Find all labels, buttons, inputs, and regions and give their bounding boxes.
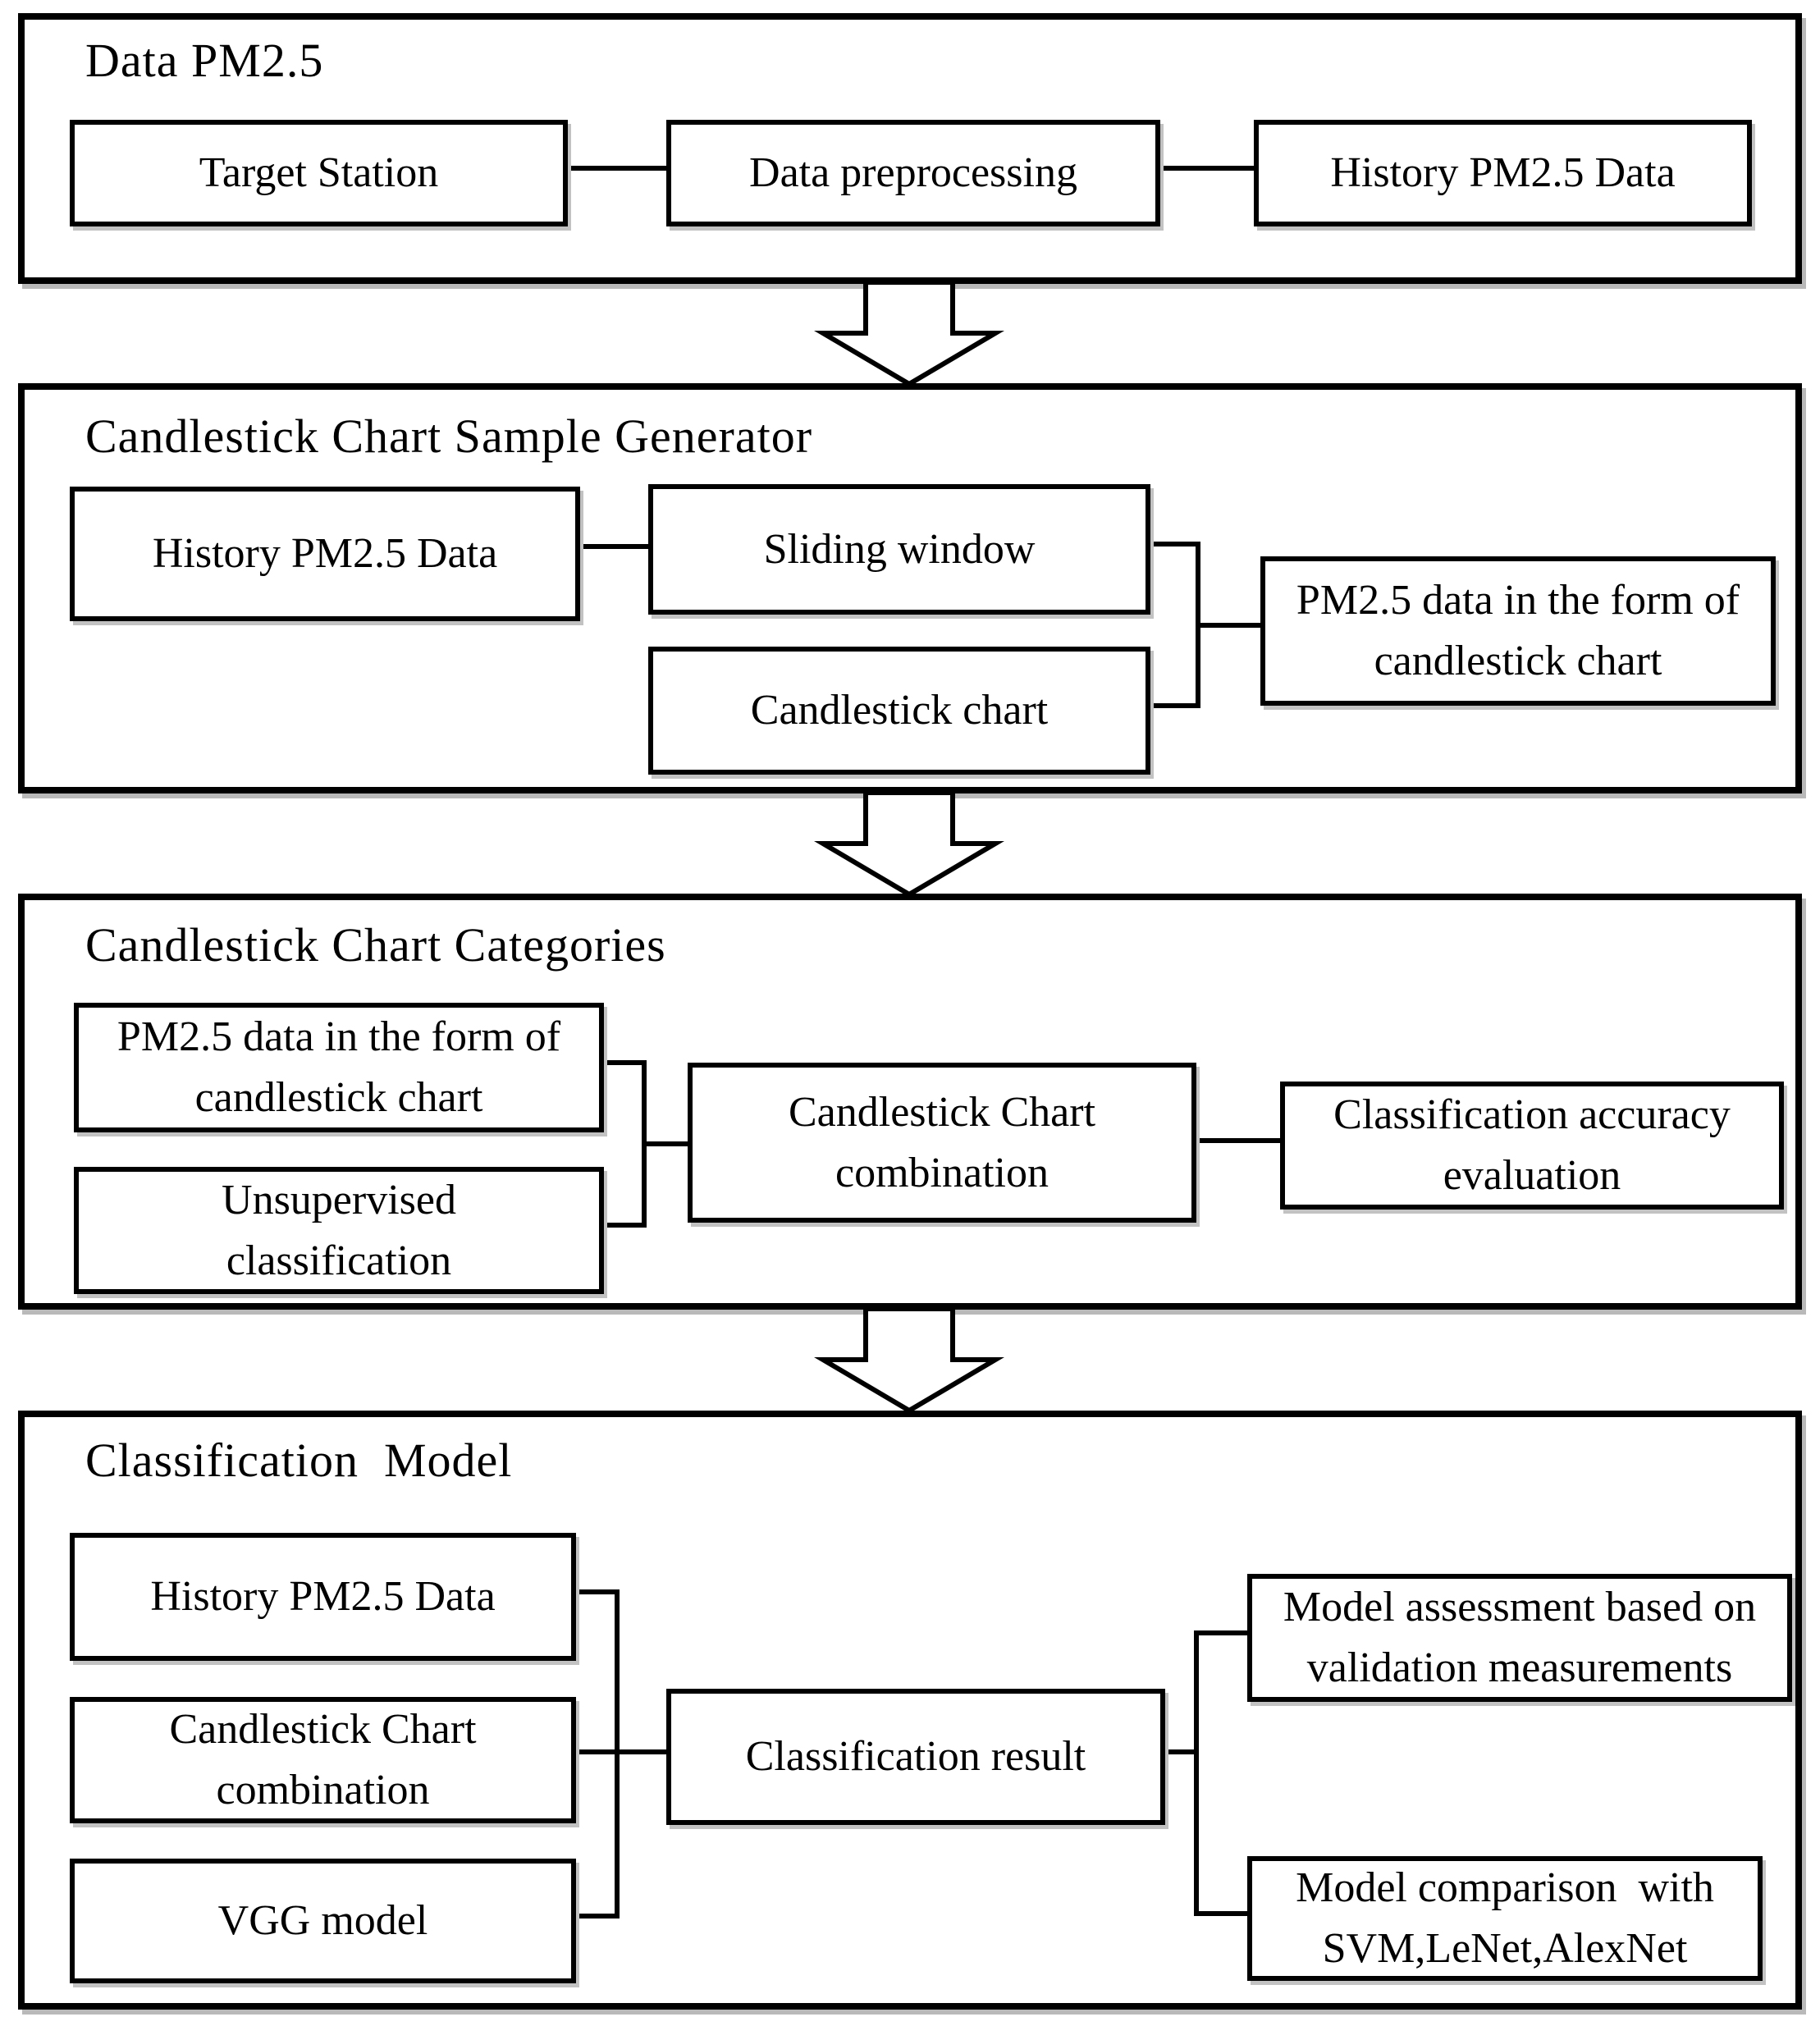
box-target-station: Target Station [70, 120, 568, 226]
connector-line [1194, 1630, 1252, 1916]
box-history-pm25-data-3: History PM2.5 Data [70, 1533, 576, 1661]
box-classification-result: Classification result [666, 1689, 1165, 1825]
section-title-sample-generator: Candlestick Chart Sample Generator [85, 409, 813, 463]
box-model-assessment: Model assessment based on validation mea… [1247, 1574, 1792, 1702]
box-history-pm25-data-2: History PM2.5 Data [70, 487, 580, 621]
box-candlestick-chart: Candlestick chart [648, 647, 1150, 775]
down-arrow-icon [814, 1306, 1004, 1414]
box-candlestick-chart-combination-2: Candlestick Chart combination [70, 1697, 576, 1823]
box-data-preprocessing: Data preprocessing [666, 120, 1160, 226]
box-classification-accuracy-evaluation: Classification accuracy evaluation [1280, 1082, 1784, 1210]
box-history-pm25-data: History PM2.5 Data [1254, 120, 1752, 226]
box-sliding-window: Sliding window [648, 484, 1150, 615]
section-title-classification-model: Classification Model [85, 1434, 513, 1487]
box-pm25-candlestick-form: PM2.5 data in the form of candlestick ch… [1260, 556, 1776, 706]
section-title-categories: Candlestick Chart Categories [85, 918, 666, 972]
box-model-comparison: Model comparison with SVM,LeNet,AlexNet [1247, 1856, 1763, 1981]
box-vgg-model: VGG model [70, 1859, 576, 1983]
down-arrow-icon [814, 790, 1004, 898]
box-candlestick-chart-combination: Candlestick Chart combination [688, 1063, 1196, 1223]
box-pm25-candlestick-form-2: PM2.5 data in the form of candlestick ch… [74, 1003, 604, 1132]
section-title-data-pm25: Data PM2.5 [85, 34, 324, 87]
box-unsupervised-classification: Unsupervised classification [74, 1167, 604, 1294]
down-arrow-icon [814, 280, 1004, 387]
